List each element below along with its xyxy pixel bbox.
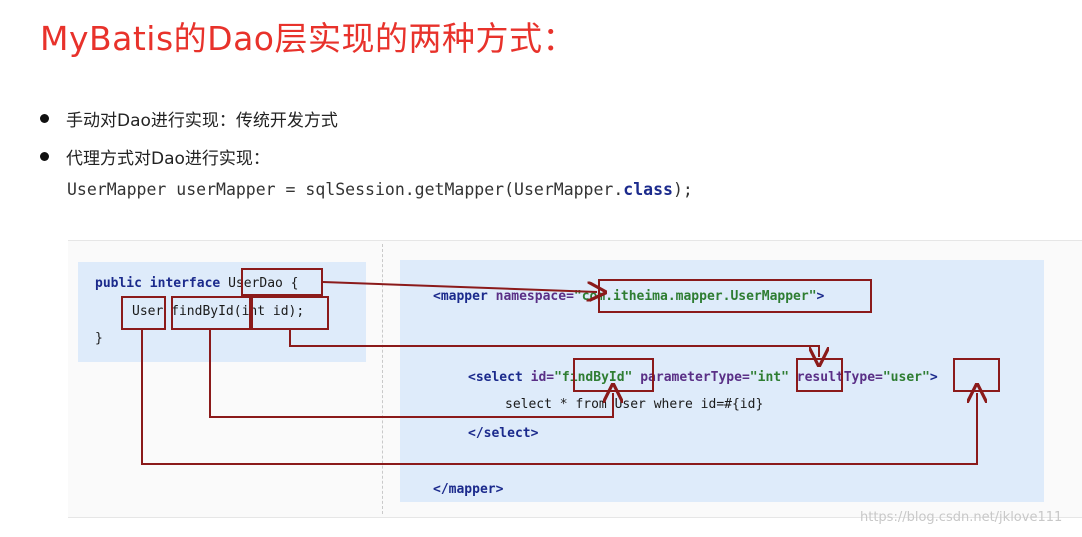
arrow-params-to-parameter-type (289, 330, 819, 357)
arrow-return-to-result-type (141, 330, 977, 465)
mapper-open-tag: <mapper namespace="com.itheima.mapper.Us… (433, 289, 824, 304)
highlight-box-method-name (171, 296, 251, 330)
code-keyword: class (623, 180, 673, 199)
bullet-text: 手动对Dao进行实现：传统开发方式 (66, 111, 338, 131)
result-type-value: "user" (882, 370, 930, 385)
highlight-box-interface-name (241, 268, 323, 296)
mapper-tag-end: > (816, 289, 825, 304)
method-name: findById (171, 304, 234, 319)
watermark: https://blog.csdn.net/jklove111 (860, 510, 1063, 525)
bullet-dot-icon (40, 114, 49, 123)
get-mapper-code: UserMapper userMapper = sqlSession.getMa… (67, 180, 693, 199)
method-return-type: User (132, 304, 164, 319)
id-attr: id= (530, 370, 555, 385)
panel-divider (382, 244, 383, 514)
interface-keyword: public interface (95, 276, 229, 291)
bullet-item-proxy: 代理方式对Dao进行实现： (40, 144, 270, 169)
parameter-type-value: "int" (749, 370, 789, 385)
parameter-type-attr: parameterType= (632, 370, 750, 385)
bullet-item-manual: 手动对Dao进行实现：传统开发方式 (40, 106, 338, 131)
arrow-interface-to-namespace (322, 281, 597, 292)
result-type-attr: resultType= (788, 370, 883, 385)
mapper-close-tag: </mapper> (433, 482, 504, 497)
code-prefix: UserMapper userMapper = sqlSession.getMa… (67, 180, 624, 199)
select-tag-name: <select (468, 370, 531, 385)
highlight-box-return-type (121, 296, 166, 330)
code-suffix: ); (672, 180, 693, 199)
select-tag-end: > (929, 370, 938, 385)
method-signature: User findById(int id); (132, 304, 304, 319)
highlight-box-params (251, 296, 329, 330)
interface-brace-open: { (282, 276, 299, 291)
interface-brace-close: } (95, 331, 103, 346)
bullet-dot-icon (40, 152, 49, 161)
mapper-xml-panel (400, 260, 1044, 502)
namespace-value: "com.itheima.mapper.UserMapper" (573, 289, 817, 304)
select-close-tag: </select> (468, 426, 539, 441)
namespace-attr: namespace= (495, 289, 574, 304)
bullet-text: 代理方式对Dao进行实现： (66, 149, 270, 169)
page-title: MyBatis的Dao层实现的两种方式： (40, 19, 576, 58)
arrow-method-to-id (209, 330, 613, 418)
mapper-tag-name: <mapper (433, 289, 496, 304)
